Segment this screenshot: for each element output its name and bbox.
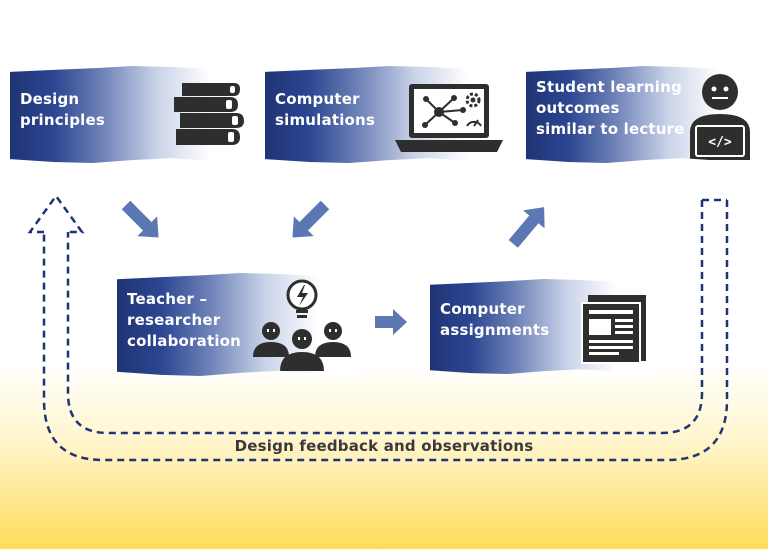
arrow-simulations-to-collaboration (292, 200, 330, 238)
student-outcomes-box: Student learning outcomes similar to lec… (526, 66, 762, 164)
computer-simulations-box: Computer simulations (265, 66, 513, 164)
team-idea-icon (253, 279, 351, 371)
student-outcomes-label: Student learning outcomes similar to lec… (536, 78, 685, 138)
books-icon (174, 83, 244, 145)
collaboration-box: Teacher – researcher collaboration (117, 273, 363, 377)
arrow-collaboration-to-assignments (375, 309, 407, 335)
collaboration-label: Teacher – researcher collaboration (127, 290, 242, 350)
svg-text:</>: </> (708, 135, 732, 150)
document-icon (581, 295, 646, 364)
feedback-loop-inner (66, 200, 704, 435)
assignments-label: Computer assignments (440, 300, 550, 339)
feedback-loop-outer (42, 200, 729, 462)
arrow-assignments-to-outcomes (508, 207, 545, 248)
feedback-arrowhead-icon (27, 193, 85, 234)
coder-person-icon: </> (690, 74, 750, 160)
design-principles-label: Design principles (20, 90, 105, 129)
computer-simulations-label: Computer simulations (275, 90, 376, 129)
feedback-label: Design feedback and observations (234, 437, 534, 455)
laptop-network-icon (395, 84, 503, 152)
assignments-box: Computer assignments (430, 279, 658, 375)
design-principles-box: Design principles (10, 66, 254, 164)
arrow-principles-to-collaboration (121, 200, 159, 238)
